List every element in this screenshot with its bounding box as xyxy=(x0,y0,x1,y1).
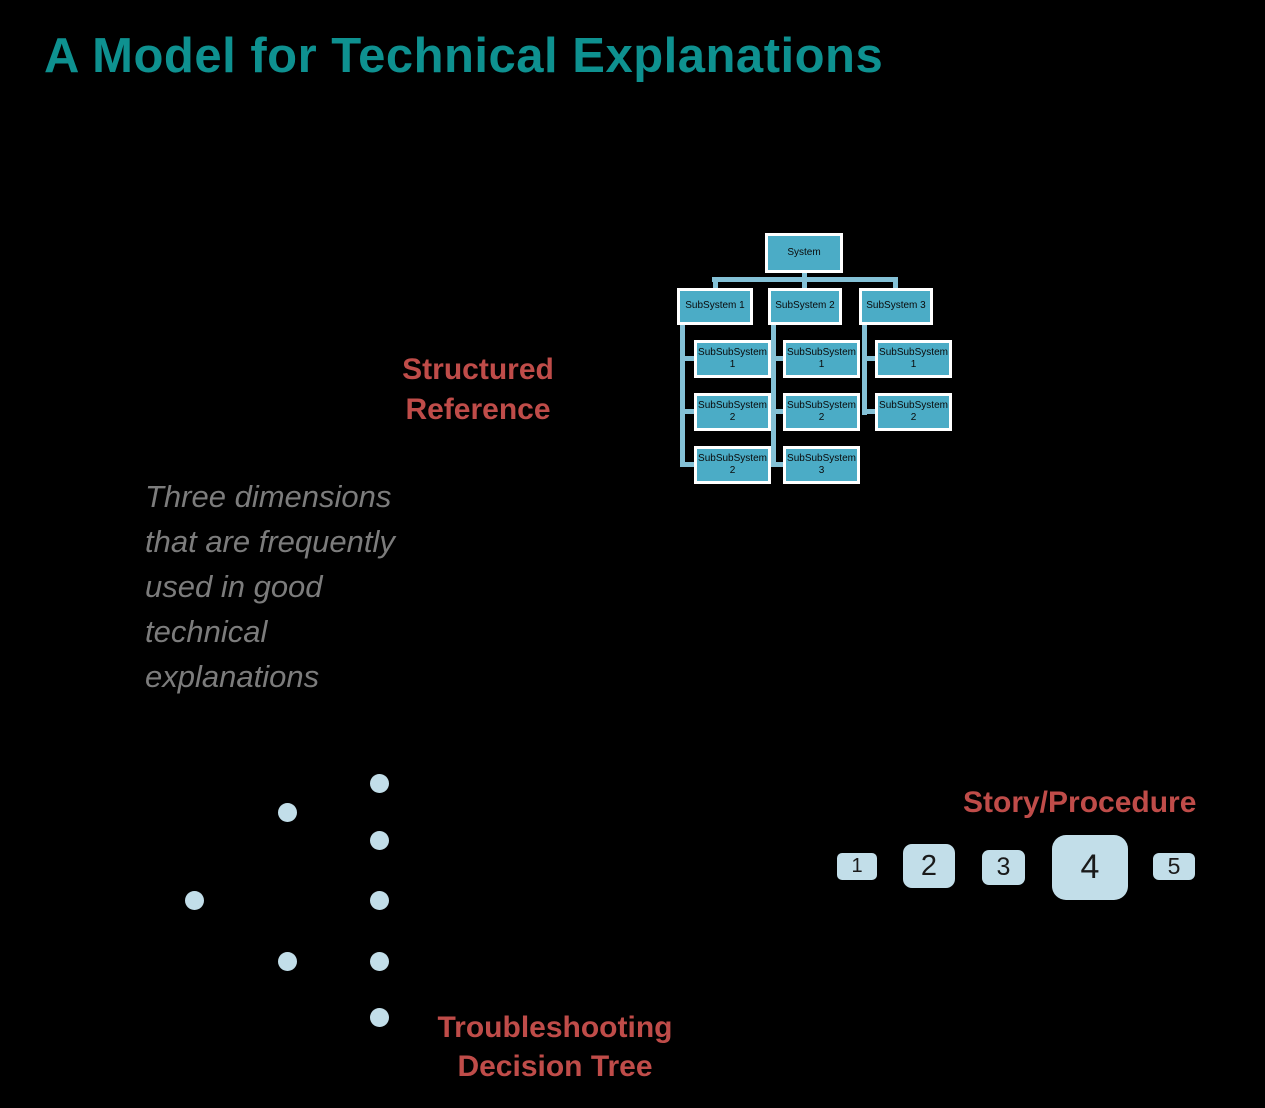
orgchart-box-subsubsystem: SubSubSystem 2 xyxy=(694,446,771,484)
orgchart-connector xyxy=(712,277,898,282)
orgchart-box-subsystem-3: SubSystem 3 xyxy=(859,288,933,325)
intro-line: used in good xyxy=(145,569,323,604)
tree-node-dot xyxy=(370,831,389,850)
orgchart-connector xyxy=(802,271,807,278)
orgchart-box-subsubsystem: SubSubSystem 1 xyxy=(875,340,952,378)
tree-node-dot xyxy=(278,952,297,971)
structured-reference-line1: Structured xyxy=(402,353,554,386)
orgchart-connector xyxy=(862,356,875,361)
orgchart-connector xyxy=(680,462,694,467)
orgchart-box-subsubsystem: SubSubSystem 3 xyxy=(783,446,860,484)
story-step-2: 2 xyxy=(903,844,955,888)
slide-title: A Model for Technical Explanations xyxy=(44,29,884,83)
decision-tree-label: Troubleshooting Decision Tree xyxy=(419,1008,691,1086)
orgchart-box-subsubsystem: SubSubSystem 1 xyxy=(783,340,860,378)
tree-node-dot xyxy=(370,891,389,910)
story-step-5: 5 xyxy=(1153,853,1195,880)
structured-reference-line2: Reference xyxy=(405,393,551,426)
tree-node-dot xyxy=(185,891,204,910)
orgchart-box-subsubsystem: SubSubSystem 2 xyxy=(783,393,860,431)
orgchart-box-subsubsystem: SubSubSystem 2 xyxy=(875,393,952,431)
tree-node-dot xyxy=(370,1008,389,1027)
intro-text: Three dimensions that are frequently use… xyxy=(145,474,475,699)
orgchart-box-subsystem-2: SubSystem 2 xyxy=(768,288,842,325)
orgchart-box-subsystem-1: SubSystem 1 xyxy=(677,288,753,325)
orgchart-connector xyxy=(862,409,875,414)
intro-line: explanations xyxy=(145,659,320,694)
intro-line: that are frequently xyxy=(145,524,395,559)
story-procedure-label: Story/Procedure xyxy=(963,786,1197,819)
story-step-1: 1 xyxy=(837,853,877,880)
story-step-3: 3 xyxy=(982,850,1025,885)
decision-tree-line1: Troubleshooting xyxy=(437,1011,673,1044)
tree-node-dot xyxy=(370,952,389,971)
orgchart-box-subsubsystem: SubSubSystem 2 xyxy=(694,393,771,431)
tree-node-dot xyxy=(370,774,389,793)
orgchart-connector xyxy=(771,325,776,467)
decision-tree-line2: Decision Tree xyxy=(457,1050,653,1083)
orgchart-connector xyxy=(771,356,783,361)
intro-line: Three dimensions xyxy=(145,479,392,514)
story-step-4: 4 xyxy=(1052,835,1128,900)
orgchart-connector xyxy=(802,282,807,288)
orgchart-connector xyxy=(680,409,694,414)
orgchart-connector xyxy=(680,356,694,361)
orgchart-connector xyxy=(771,462,783,467)
orgchart-connector xyxy=(771,409,783,414)
orgchart-box-subsubsystem: SubSubSystem 1 xyxy=(694,340,771,378)
tree-node-dot xyxy=(278,803,297,822)
structured-reference-label: Structured Reference xyxy=(383,350,573,430)
orgchart-connector xyxy=(862,325,867,415)
intro-line: technical xyxy=(145,614,268,649)
orgchart-connector xyxy=(893,282,898,288)
orgchart-box-system: System xyxy=(765,233,843,273)
orgchart-connector xyxy=(713,282,718,288)
orgchart-connector xyxy=(680,325,685,467)
